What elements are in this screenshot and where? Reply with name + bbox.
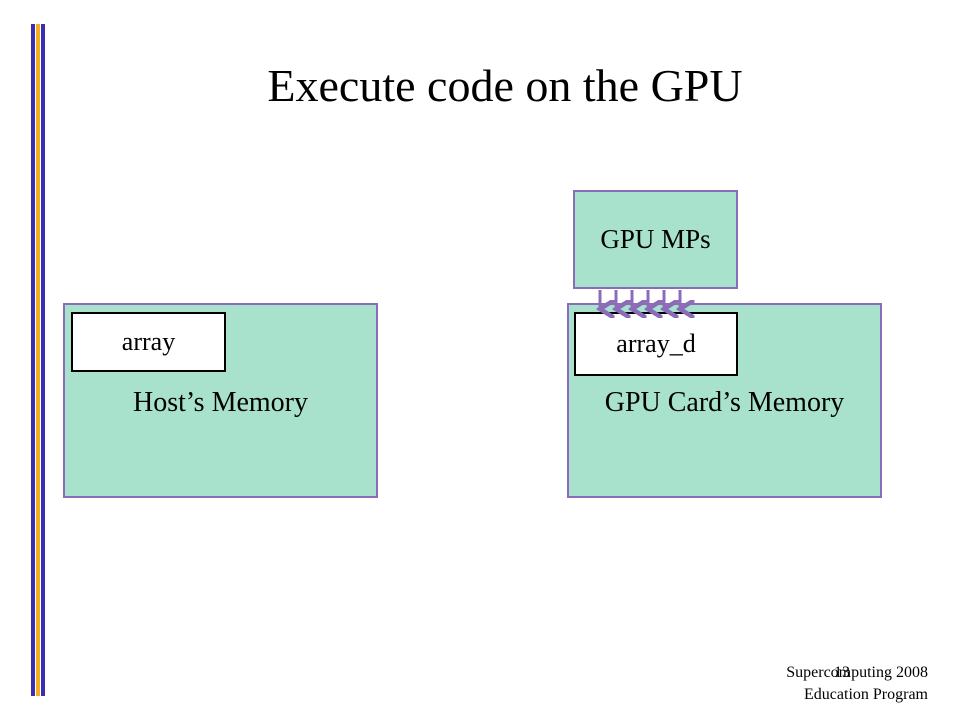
gpu-memory-label: GPU Card’s Memory (604, 387, 845, 418)
gpu-mps-label: GPU MPs (600, 224, 711, 254)
host-array-label: array (121, 327, 176, 356)
decorative-line-gold (36, 24, 40, 696)
decorative-line-blue-left (31, 24, 35, 696)
host-array-chip: array (71, 312, 226, 372)
gpu-array-label: array_d (616, 329, 696, 358)
slide-title: Execute code on the GPU (267, 60, 743, 111)
host-memory-label: Host’s Memory (133, 387, 308, 418)
page-number: 13 (834, 664, 850, 681)
gpu-array-chip: array_d (574, 312, 738, 376)
decorative-line-blue-right (41, 24, 45, 696)
gpu-mps-box: GPU MPs (573, 190, 738, 289)
footer-line-2: Education Program (804, 686, 928, 703)
footer: Supercomputing 2008 Education Program (786, 662, 928, 706)
footer-line-1: Supercomputing 2008 (786, 664, 928, 681)
